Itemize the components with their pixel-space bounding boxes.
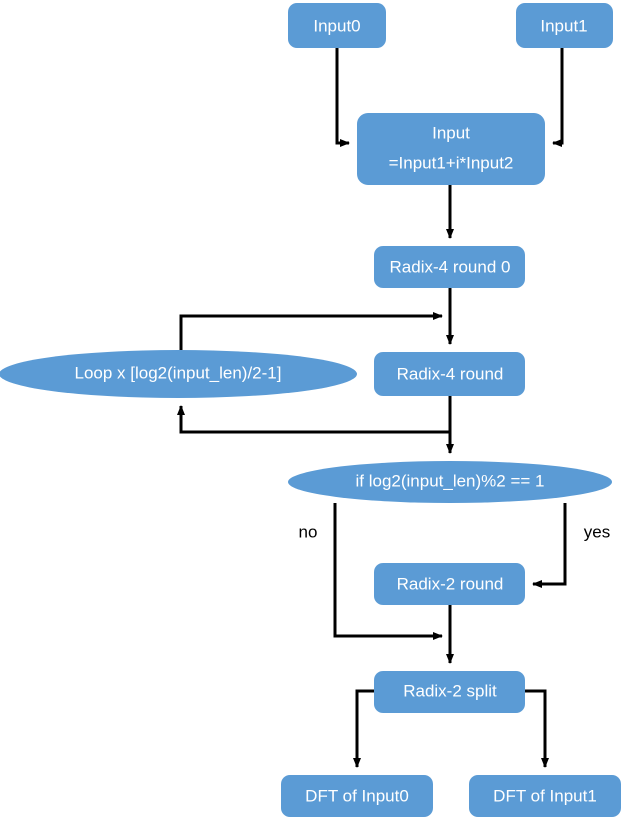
edge-label-yes: yes [584,522,610,541]
edge-loop-return [177,405,450,434]
node-decision: if log2(input_len)%2 == 1 [288,461,612,503]
edge-label-no: no [299,522,318,541]
node-input0-label: Input0 [313,16,360,35]
edge-decision-no-to-merge [333,503,443,640]
edge-loop-entry [179,312,443,350]
edge-input0-to-input [335,47,350,147]
node-input1-label: Input1 [540,16,587,35]
node-input-combine-label-line2: =Input1+i*Input2 [389,153,514,172]
node-radix2-split-label: Radix-2 split [403,681,497,700]
node-input0: Input0 [288,3,386,48]
node-loop-label: Loop x [log2(input_len)/2-1] [75,363,282,382]
node-dft-input1: DFT of Input1 [469,775,621,817]
node-loop: Loop x [log2(input_len)/2-1] [0,350,357,398]
node-radix4-round-0-label: Radix-4 round 0 [390,257,511,276]
edge-decision-yes-to-radix2-round [532,503,567,588]
node-radix2-round-label: Radix-2 round [397,574,504,593]
node-dft-input0-label: DFT of Input0 [305,786,409,805]
node-radix4-round-label: Radix-4 round [397,364,504,383]
node-input1: Input1 [516,3,613,48]
node-input-combine-label-line1: Input [432,123,470,142]
node-dft-input0: DFT of Input0 [281,775,433,817]
node-radix2-split: Radix-2 split [374,671,525,713]
node-radix4-round-0: Radix-4 round 0 [374,246,525,288]
node-decision-label: if log2(input_len)%2 == 1 [355,471,544,490]
edge-input1-to-input [552,47,564,147]
node-radix4-round: Radix-4 round [374,352,525,396]
node-dft-input1-label: DFT of Input1 [493,786,597,805]
node-radix2-round: Radix-2 round [374,563,525,605]
edge-split-to-dft-input0 [353,689,374,768]
node-input-combine: Input =Input1+i*Input2 [357,113,545,185]
edge-split-to-dft-input1 [525,689,549,768]
